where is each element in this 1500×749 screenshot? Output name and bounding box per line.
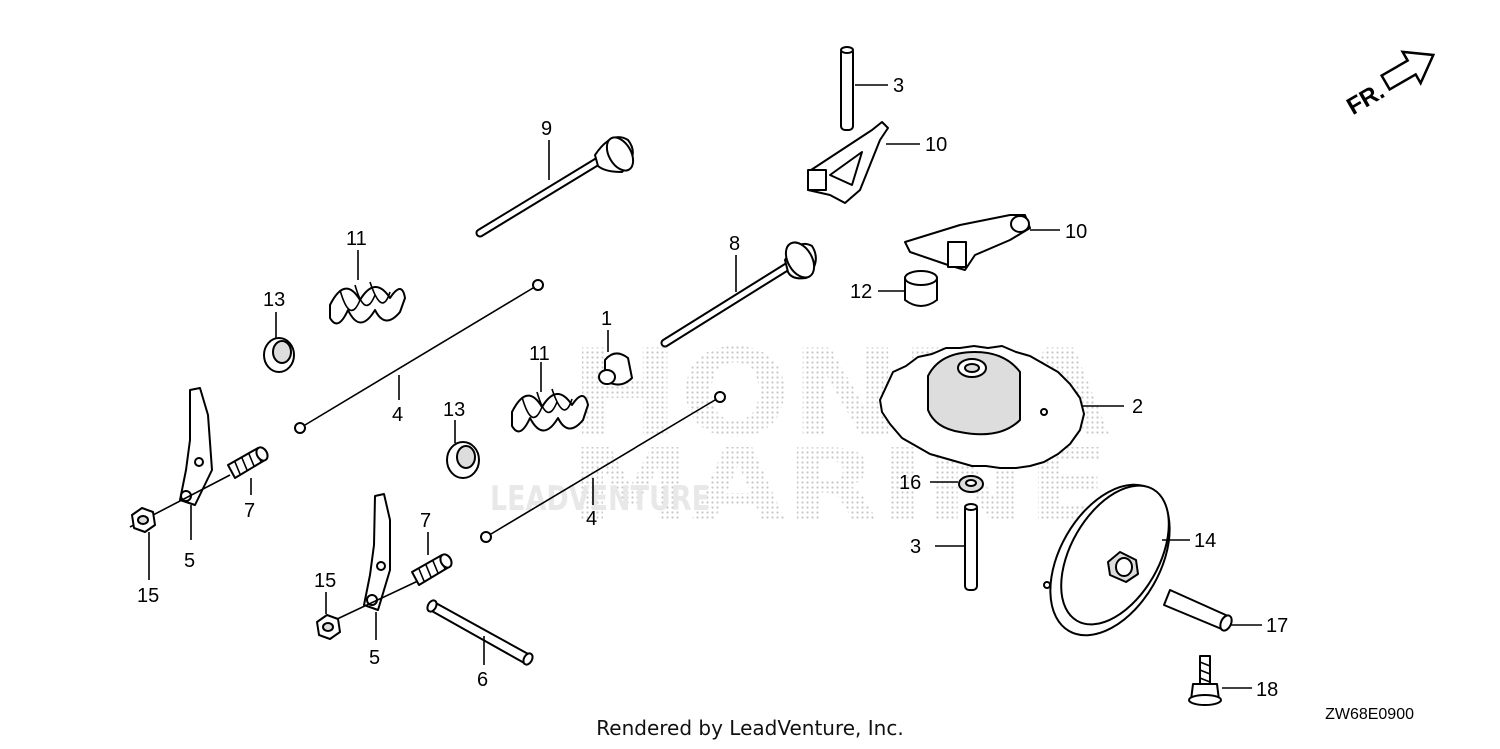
pin-upper	[840, 46, 888, 131]
callout-4-upper: 4	[392, 404, 403, 426]
pin-lower	[935, 503, 978, 591]
callout-11-upper: 11	[346, 228, 367, 250]
cover-plate	[1043, 483, 1190, 637]
callout-7-lower: 7	[420, 510, 431, 532]
callout-15-lower: 15	[314, 570, 336, 592]
valve-spring-lower	[511, 362, 589, 433]
dowel-pin	[1163, 589, 1262, 632]
callout-1: 1	[601, 308, 612, 330]
valve-lower	[660, 241, 817, 348]
collar	[878, 270, 938, 307]
callout-7-upper: 7	[244, 500, 255, 522]
callout-labels: 1 2 3 3 4 4 5 5 6 7 7 8 9 10 10 11 11 12…	[137, 75, 1288, 701]
flange-bolt	[1188, 655, 1252, 706]
valve-cotter	[598, 330, 633, 386]
watermark-line3: LEADVENTURE	[490, 479, 710, 519]
valve-spring-upper	[329, 250, 406, 325]
callout-2: 2	[1132, 396, 1143, 418]
callout-4-lower: 4	[586, 508, 597, 530]
callout-11-lower: 11	[529, 343, 550, 365]
callout-8: 8	[729, 233, 740, 255]
lock-nut-lower	[316, 592, 341, 640]
callout-5-upper: 5	[184, 550, 195, 572]
rocker-arm-upper	[807, 121, 920, 204]
callout-10-lower: 10	[1065, 221, 1087, 243]
callout-15-upper: 15	[137, 585, 159, 607]
callout-5-lower: 5	[369, 647, 380, 669]
callout-3-upper: 3	[893, 75, 904, 97]
adjusting-screw-upper	[227, 446, 269, 495]
gear-washer	[930, 475, 984, 493]
front-direction-indicator: FR.	[1342, 50, 1436, 121]
diagram-code: ZW68E0900	[1325, 706, 1414, 723]
lock-nut-upper	[131, 507, 156, 580]
rocker-shaft	[426, 599, 534, 666]
front-label: FR.	[1342, 78, 1389, 121]
push-rod-lower	[480, 391, 726, 543]
callout-10-upper: 10	[925, 134, 947, 156]
camshaft-gear	[879, 345, 1124, 469]
callout-16: 16	[899, 472, 921, 494]
push-rod-upper	[294, 279, 544, 434]
callout-18: 18	[1256, 679, 1278, 701]
rocker-arm-lower	[904, 214, 1060, 271]
callout-14: 14	[1194, 530, 1216, 552]
callout-3-lower: 3	[910, 536, 921, 558]
valve-retainer-upper	[263, 312, 295, 373]
callout-6: 6	[477, 669, 488, 691]
callout-13-upper: 13	[263, 289, 285, 311]
adjusting-screw-lower	[411, 532, 453, 586]
valve-upper	[475, 136, 635, 238]
valve-retainer-lower	[446, 420, 480, 479]
valve-lever-lower	[317, 493, 421, 640]
valve-lever-upper	[129, 387, 231, 540]
render-credit: Rendered by LeadVenture, Inc.	[596, 716, 904, 740]
callout-12: 12	[850, 281, 872, 303]
callout-13-lower: 13	[443, 399, 465, 421]
front-arrow-icon	[1379, 50, 1436, 92]
callout-17: 17	[1266, 615, 1288, 637]
callout-9: 9	[541, 118, 552, 140]
